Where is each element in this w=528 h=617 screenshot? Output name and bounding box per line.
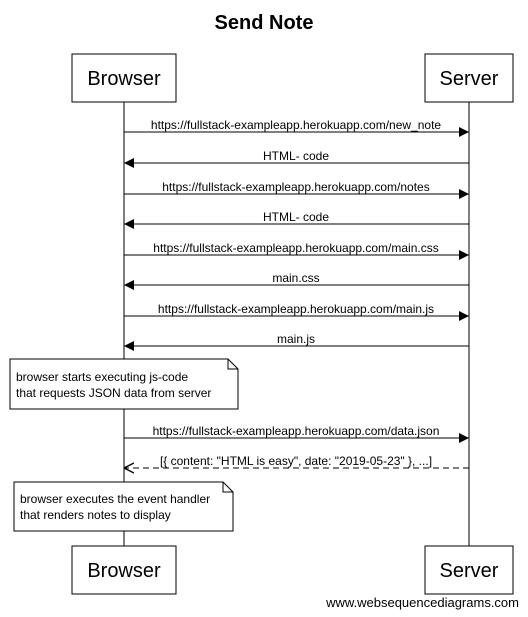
participant-label: Server [440, 560, 499, 582]
note-corner-fold [227, 359, 238, 370]
participant-label: Browser [87, 68, 161, 90]
note-line: that renders notes to display [20, 508, 171, 522]
participant-server-bottom: Server [424, 545, 514, 595]
note-line: browser starts executing js-code [16, 370, 188, 384]
message-label: https://fullstack-exampleapp.herokuapp.c… [153, 424, 440, 438]
footer-link[interactable]: www.websequencediagrams.com [325, 595, 519, 610]
participant-label: Browser [87, 560, 161, 582]
message-label: main.js [277, 332, 315, 346]
message-label: https://fullstack-exampleapp.herokuapp.c… [158, 302, 434, 316]
message-label: main.css [272, 271, 319, 285]
message-9: [{ content: "HTML is easy", date: "2019-… [124, 454, 469, 468]
note-0: browser starts executing js-code that re… [9, 358, 239, 410]
message-5: main.css [124, 271, 469, 290]
message-label: [{ content: "HTML is easy", date: "2019-… [160, 454, 432, 468]
message-7: main.js [124, 332, 469, 351]
message-label: https://fullstack-exampleapp.herokuapp.c… [151, 118, 441, 132]
message-1: HTML- code [124, 149, 469, 168]
diagram-title: Send Note [215, 12, 314, 34]
message-6: https://fullstack-exampleapp.herokuapp.c… [124, 302, 469, 321]
message-label: HTML- code [263, 210, 329, 224]
message-0: https://fullstack-exampleapp.herokuapp.c… [124, 118, 469, 137]
message-label: HTML- code [263, 149, 329, 163]
participant-server-top: Server [424, 53, 514, 103]
note-1: browser executes the event handler that … [13, 481, 234, 532]
participant-browser-top: Browser [71, 53, 177, 103]
note-box [9, 358, 239, 410]
message-8: https://fullstack-exampleapp.herokuapp.c… [124, 424, 469, 443]
participant-browser-bottom: Browser [71, 545, 177, 595]
message-label: https://fullstack-exampleapp.herokuapp.c… [153, 241, 438, 255]
note-line: that requests JSON data from server [16, 386, 211, 400]
note-box [13, 481, 234, 532]
participant-label: Server [440, 68, 499, 90]
message-2: https://fullstack-exampleapp.herokuapp.c… [124, 180, 469, 199]
note-line: browser executes the event handler [20, 492, 210, 506]
note-corner-fold [222, 482, 233, 493]
message-label: https://fullstack-exampleapp.herokuapp.c… [162, 180, 429, 194]
message-3: HTML- code [124, 210, 469, 229]
message-4: https://fullstack-exampleapp.herokuapp.c… [124, 241, 469, 260]
